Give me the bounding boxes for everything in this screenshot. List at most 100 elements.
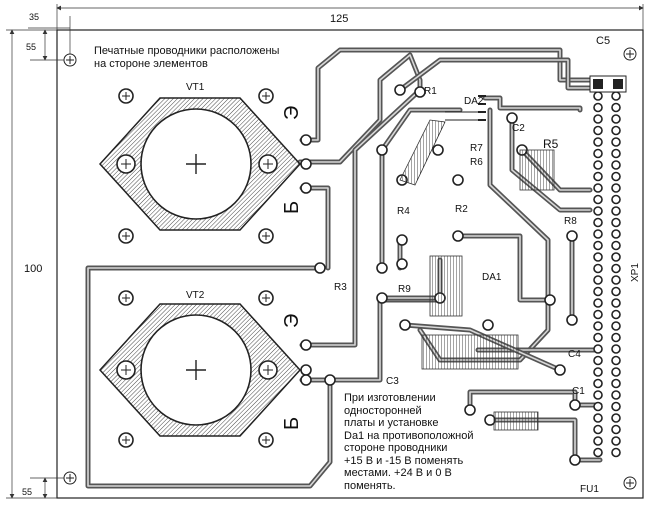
xp1-pin [611, 160, 621, 170]
xp1-pin [593, 436, 603, 446]
xp1-label: XP1 [630, 263, 641, 282]
mounting-holes [63, 47, 637, 490]
da1-label: DA1 [482, 272, 502, 283]
dim-offset-top-left: 35 [29, 12, 39, 22]
c3-label: C3 [386, 376, 399, 387]
xp1-pin [611, 206, 621, 216]
bottom-note-line: местами. +24 В и 0 В [344, 467, 452, 479]
xp1-pin [593, 378, 603, 389]
xp1-pin [593, 309, 603, 320]
xp1-pin [611, 148, 621, 159]
xp1-pin [611, 114, 621, 124]
xp1-pin [611, 401, 621, 412]
xp1-pin [611, 102, 621, 113]
xp1-pin [611, 137, 621, 147]
bottom-note-line: Da1 на противоположной [344, 429, 474, 442]
da1-chip [429, 255, 463, 317]
xp1-pin [611, 424, 621, 435]
xp1-pin [611, 183, 621, 193]
xp1-pin [611, 378, 621, 389]
vt2-label: VT2 [186, 290, 205, 301]
xp1-pin [593, 229, 603, 239]
xp1-pin [611, 171, 621, 182]
xp1-pin [611, 321, 621, 331]
xp1-pin [611, 240, 621, 251]
vt1-transistor [98, 88, 302, 244]
xp1-pin [611, 367, 621, 377]
xp1-pin [611, 217, 621, 228]
xp1-pin [611, 252, 621, 262]
bottom-note-line: При изготовлении [344, 392, 436, 404]
r6-label: R6 [470, 157, 483, 168]
xp1-pin [593, 194, 603, 205]
xp1-pin [593, 148, 603, 159]
xp1-pin [593, 275, 603, 285]
bottom-note-line: стороне проводники [344, 442, 448, 454]
c1-hatched-region [493, 411, 539, 431]
xp1-pin [593, 401, 603, 412]
xp1-pin [611, 194, 621, 205]
dim-offset-left-top: 55 [26, 42, 36, 52]
c4-label: C4 [568, 349, 581, 360]
bottom-note-line: платы и установке [344, 417, 439, 429]
xp1-pin [611, 390, 621, 400]
fu1-label: FU1 [580, 484, 599, 495]
xp1-pin [611, 413, 621, 423]
vt2-transistor [98, 290, 302, 448]
pin-base-top: Б [281, 201, 303, 214]
r1-label: R1 [424, 86, 437, 97]
xp1-pin [611, 125, 621, 136]
xp1-pin [593, 321, 603, 331]
xp1-pin [611, 436, 621, 446]
xp1-pin [611, 229, 621, 239]
xp1-pin [593, 217, 603, 228]
xp1-pin [593, 183, 603, 193]
c2-label: C2 [512, 123, 525, 134]
xp1-pin [593, 102, 603, 113]
r3-label: R3 [334, 282, 347, 293]
pin-emitter-top: Э [281, 106, 303, 120]
c4-hatched-region [421, 334, 519, 370]
xp1-pin [593, 413, 603, 423]
xp1-pin [593, 160, 603, 170]
xp1-pin [611, 91, 621, 101]
xp1-pin [593, 263, 603, 274]
r5-label: R5 [543, 137, 559, 151]
bottom-note-line: поменять. [344, 479, 396, 492]
xp1-pin [593, 125, 603, 136]
dimension-lines [6, 4, 644, 499]
xp1-pin [593, 252, 603, 262]
xp1-pin [593, 137, 603, 147]
xp1-pin [611, 344, 621, 354]
c5-pads [589, 75, 627, 93]
xp1-pin [593, 390, 603, 400]
bottom-note-line: односторонней [344, 404, 422, 417]
xp1-pin [593, 424, 603, 435]
pin-emitter-bottom: Э [281, 314, 303, 328]
xp1-pin [593, 344, 603, 354]
xp1-pin [611, 309, 621, 320]
xp1-pin [593, 240, 603, 251]
xp1-pin [593, 367, 603, 377]
xp1-pin [593, 91, 603, 101]
xp1-pin [611, 275, 621, 285]
xp1-pin [611, 355, 621, 366]
bottom-note-line: +15 В и -15 В поменять [344, 454, 464, 467]
xp1-pin [611, 447, 621, 458]
xp1-pin [593, 286, 603, 297]
dim-offset-left-bottom: 55 [22, 487, 32, 497]
da2-label: DA2 [464, 96, 484, 107]
xp1-pin [611, 298, 621, 308]
xp1-pin [593, 206, 603, 216]
xp1-pin [611, 263, 621, 274]
xp1-pin [593, 332, 603, 343]
r9-label: R9 [398, 284, 411, 295]
vt1-label: VT1 [186, 82, 205, 93]
xp1-pin [593, 114, 603, 124]
r7-label: R7 [470, 143, 483, 154]
transistor-lead-pads [300, 134, 312, 386]
top-note-line: Печатные проводники расположены [94, 45, 280, 57]
r4-label: R4 [397, 206, 410, 217]
